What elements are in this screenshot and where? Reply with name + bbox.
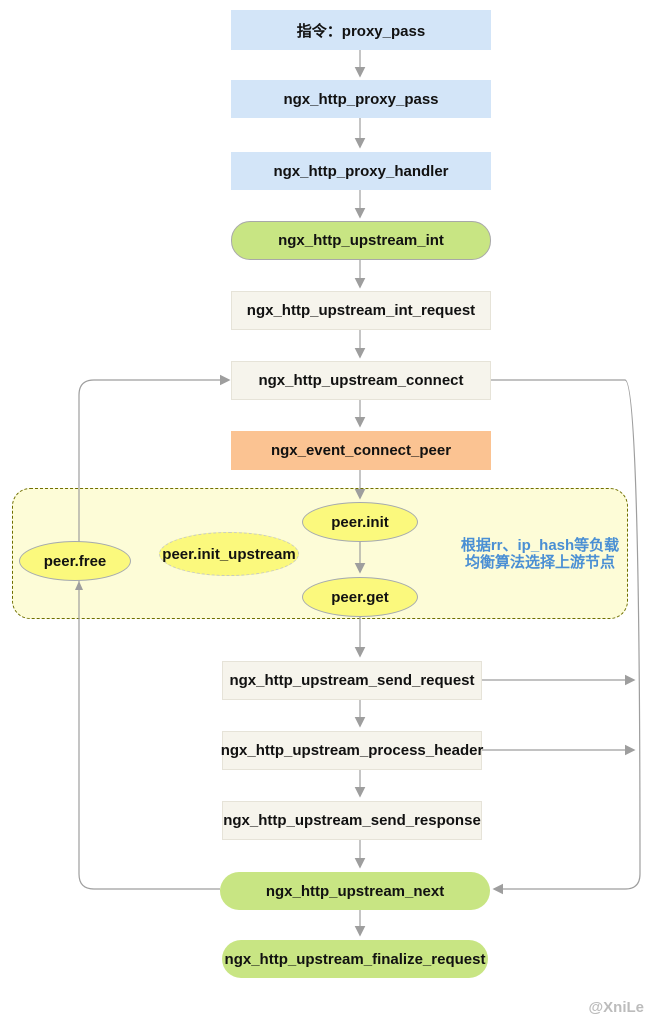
node-ngx-http-upstream-int-request: ngx_http_upstream_int_request xyxy=(231,291,491,330)
node-peer-free: peer.free xyxy=(19,541,131,581)
node-ngx-http-upstream-finalize-request: ngx_http_upstream_finalize_request xyxy=(222,940,488,978)
load-balance-note-line1: 根据rr、ip_hash等负载 xyxy=(460,537,620,554)
node-peer-init-upstream: peer.init_upstream xyxy=(159,532,299,576)
node-ngx-http-upstream-process-header: ngx_http_upstream_process_header xyxy=(221,731,483,770)
node-ngx-http-upstream-next: ngx_http_upstream_next xyxy=(220,872,490,910)
load-balance-note: 根据rr、ip_hash等负载 均衡算法选择上游节点 xyxy=(450,537,630,571)
watermark: @XniLe xyxy=(588,999,644,1016)
load-balance-note-line2: 均衡算法选择上游节点 xyxy=(464,554,615,571)
node-ngx-http-proxy-pass: ngx_http_proxy_pass xyxy=(231,80,491,118)
node-ngx-event-connect-peer: ngx_event_connect_peer xyxy=(231,431,491,470)
node-ngx-http-proxy-handler: ngx_http_proxy_handler xyxy=(231,152,491,190)
node-ngx-http-upstream-connect: ngx_http_upstream_connect xyxy=(231,361,491,400)
flow-arrows xyxy=(78,50,641,937)
node-peer-init: peer.init xyxy=(302,502,418,542)
node-ngx-http-upstream-int: ngx_http_upstream_int xyxy=(231,221,491,260)
node-directive-proxy-pass: 指令：proxy_pass xyxy=(231,10,491,50)
node-ngx-http-upstream-send-request: ngx_http_upstream_send_request xyxy=(222,661,482,700)
arrow-up-into-peer-free xyxy=(75,581,83,590)
node-ngx-http-upstream-send-response: ngx_http_upstream_send_response xyxy=(222,801,482,840)
node-peer-get: peer.get xyxy=(302,577,418,617)
